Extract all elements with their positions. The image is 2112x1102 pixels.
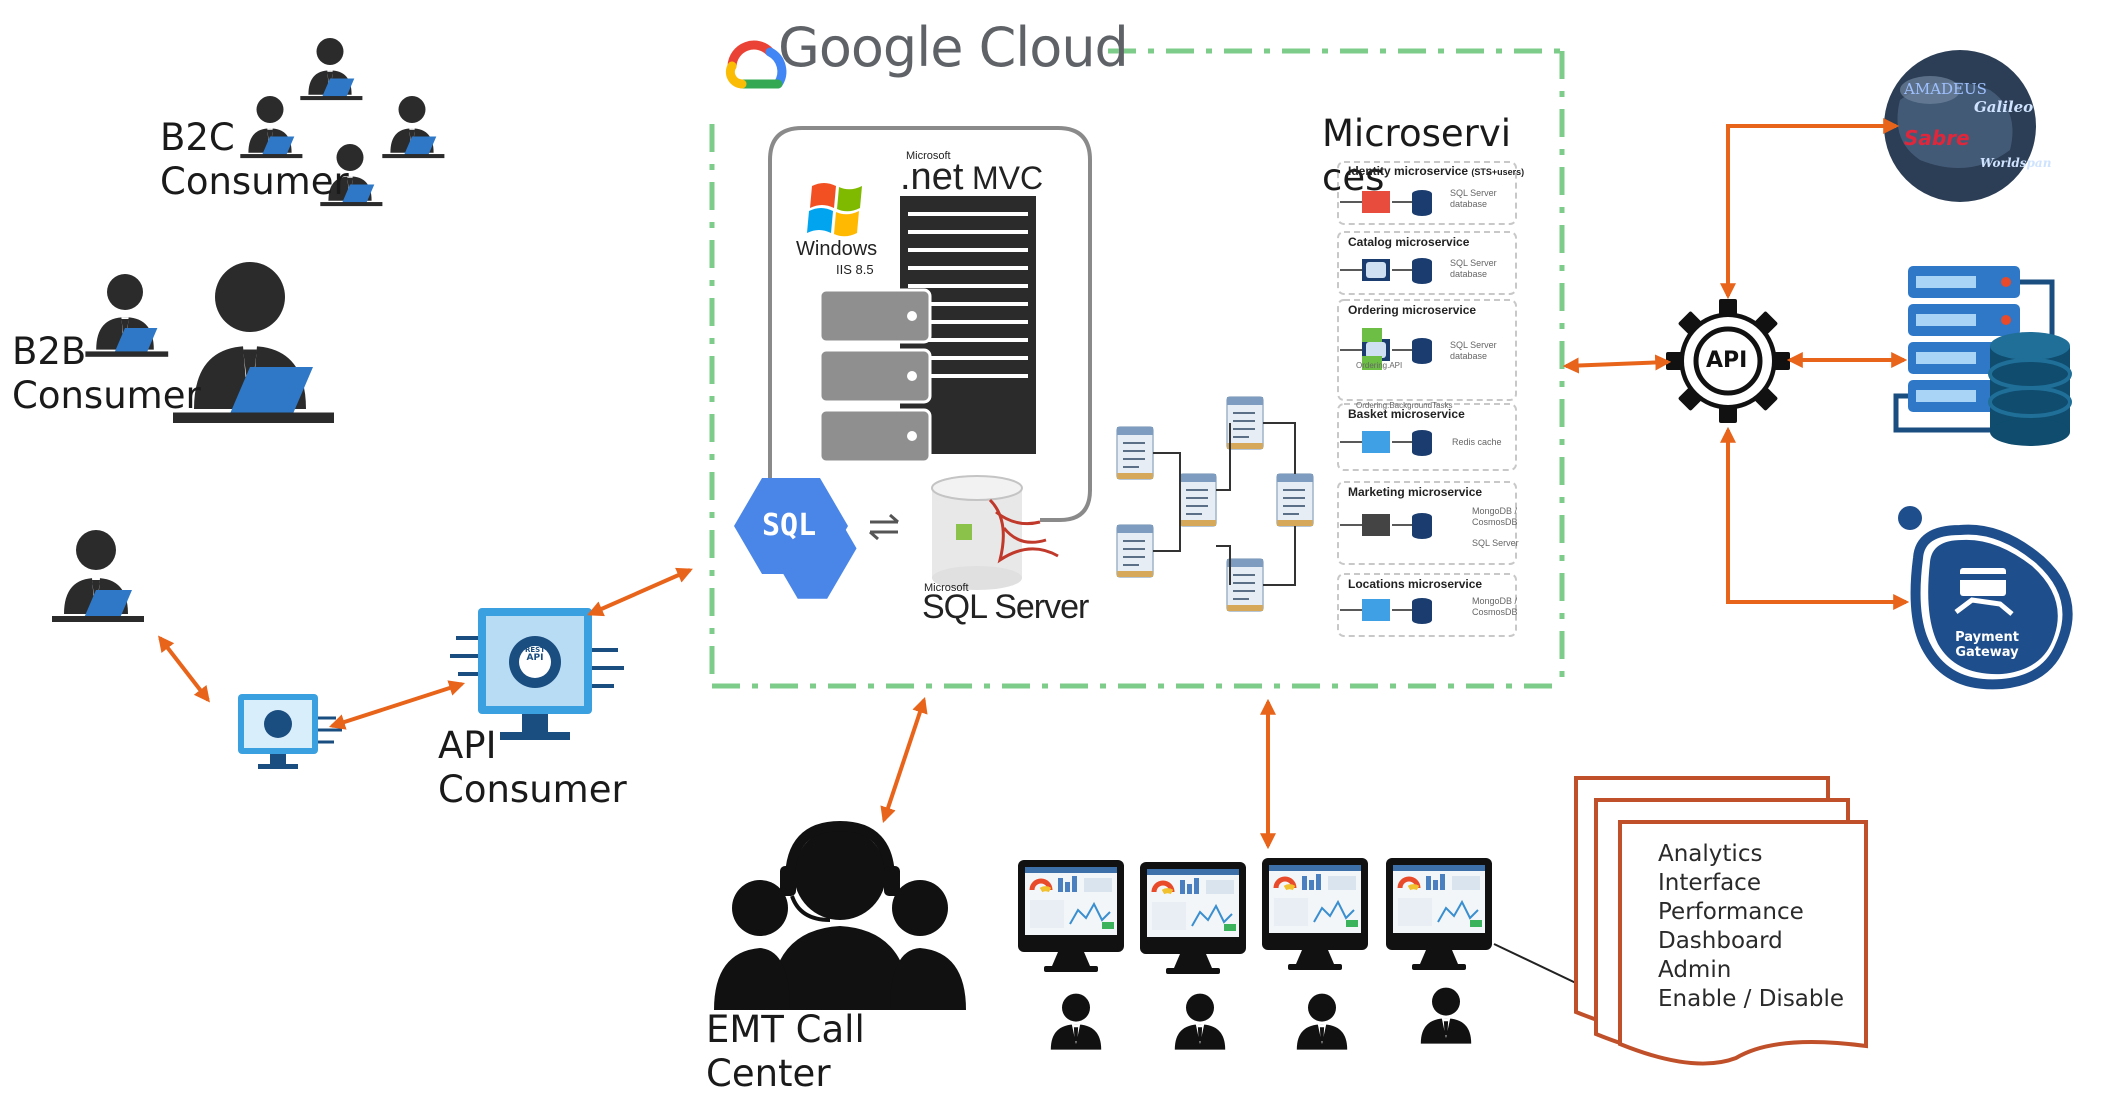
- microservice-row-icons: [1339, 189, 1433, 625]
- sql-server-icon: [931, 475, 1059, 590]
- gds-sabre: Sabre: [1904, 126, 1970, 150]
- microservices-label: Microservi ces: [1322, 112, 1512, 199]
- b2c-consumer-label: B2C Consumer: [160, 116, 349, 203]
- call-center-label: EMT Call Center: [706, 1008, 865, 1095]
- dashboard-monitors: [1018, 858, 1492, 974]
- sql-badge: SQL: [762, 508, 817, 543]
- payment-icon: [1898, 506, 2073, 690]
- dashboard-feature-list: Analytics Interface Performance Dashboar…: [1658, 840, 1844, 1014]
- api-monitor-large: [450, 608, 624, 740]
- feature-performance: Performance: [1658, 899, 1804, 925]
- data-model-tables: [1116, 396, 1314, 612]
- document-stack: [1574, 776, 1868, 1066]
- ms-locations-title: Locations microservice: [1348, 577, 1483, 591]
- headset-agent-icon: [714, 820, 966, 1010]
- ms-basket-db: Redis cache: [1452, 437, 1502, 447]
- dotnet-label: .net: [900, 156, 964, 198]
- b2b-consumer-label: B2B Consumer: [12, 330, 201, 417]
- database-icon: [1988, 332, 2072, 446]
- dotnet-brand: Microsoft: [906, 150, 951, 162]
- google-cloud-boundary: [709, 48, 1565, 689]
- app-server-panel: [768, 126, 1092, 522]
- gds-galileo: Galileo: [1974, 98, 2034, 116]
- gds-amadeus: AMADEUS: [1904, 80, 1987, 98]
- api-hub-label: API: [1706, 348, 1748, 373]
- user-icon: [1050, 993, 1102, 1050]
- api-consumer-label: API Consumer: [438, 724, 627, 811]
- feature-admin: Admin: [1658, 957, 1732, 983]
- api-gear-icon: [1666, 299, 1790, 423]
- sqlserver-brand: Microsoft: [924, 582, 969, 594]
- ms-catalog-title: Catalog microservice: [1348, 235, 1470, 249]
- ms-identity-title: Identity microservice (STS+users): [1348, 164, 1525, 178]
- gds-worldspan: Worldspan: [1980, 156, 2052, 170]
- monitor-icon: [1018, 860, 1124, 972]
- swap-icon: [869, 513, 899, 541]
- feature-enable-disable: Enable / Disable: [1658, 986, 1845, 1012]
- api-client-user: [52, 530, 144, 622]
- ms-marketing-title: Marketing microservice: [1348, 485, 1483, 499]
- feature-interface: Interface: [1658, 870, 1761, 896]
- windows-label: Windows: [796, 238, 878, 260]
- cloud-sql-icon: [734, 478, 857, 599]
- dashboard-users: [1050, 987, 1472, 1050]
- feature-analytics: Analytics: [1658, 841, 1763, 867]
- globe-icon: [1884, 50, 2036, 202]
- iis-label: IIS 8.5: [836, 262, 874, 277]
- ms-locations-db: MongoDB /CosmosDB: [1472, 596, 1518, 617]
- sqlserver-label: SQL Server: [922, 588, 1089, 626]
- ms-basket-title: Basket microservice: [1348, 407, 1465, 421]
- windows-icon: [807, 183, 862, 237]
- google-cloud-title: Google Cloud: [778, 16, 1129, 79]
- server-icon: [818, 288, 932, 464]
- laptop-icon: [300, 38, 363, 101]
- feature-dashboard: Dashboard: [1658, 928, 1783, 954]
- google-cloud-icon: [725, 40, 787, 89]
- connection-arrows: [158, 118, 1910, 850]
- mvc-label: MVC: [972, 160, 1044, 196]
- api-monitor-small: [238, 694, 342, 769]
- ms-ordering-title: Ordering microservice: [1348, 303, 1477, 317]
